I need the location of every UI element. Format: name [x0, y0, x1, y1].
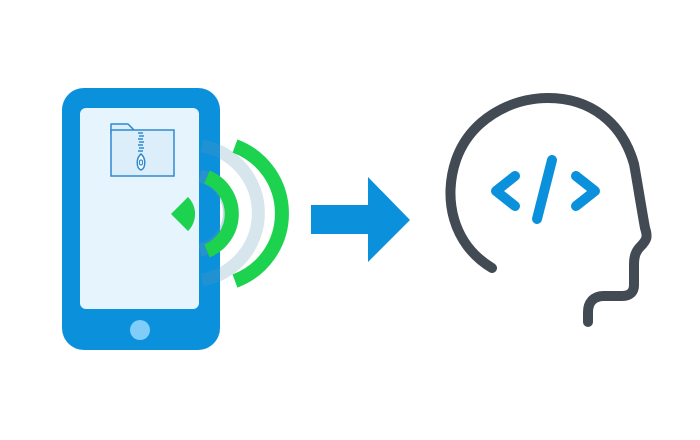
- wireless-signal-icon: [171, 139, 289, 288]
- signal-shadow-3: [200, 139, 265, 287]
- smartphone-icon: [62, 88, 220, 350]
- signal-arc-medium: [204, 170, 239, 258]
- code-bracket-left: [491, 171, 520, 211]
- arrow-right-icon: [311, 177, 410, 262]
- code-brackets-icon: [491, 155, 600, 224]
- code-slash: [532, 155, 557, 224]
- zipper-pull-hole: [138, 159, 144, 166]
- signal-arc-small: [171, 197, 196, 231]
- phone-home-button: [130, 320, 150, 340]
- human-head-profile-icon: [445, 93, 652, 327]
- zip-folder-icon: [110, 123, 175, 177]
- zipper-teeth: [138, 132, 144, 152]
- code-bracket-right: [571, 171, 600, 211]
- zipper-pull: [136, 153, 146, 171]
- signal-arc-large: [232, 139, 289, 288]
